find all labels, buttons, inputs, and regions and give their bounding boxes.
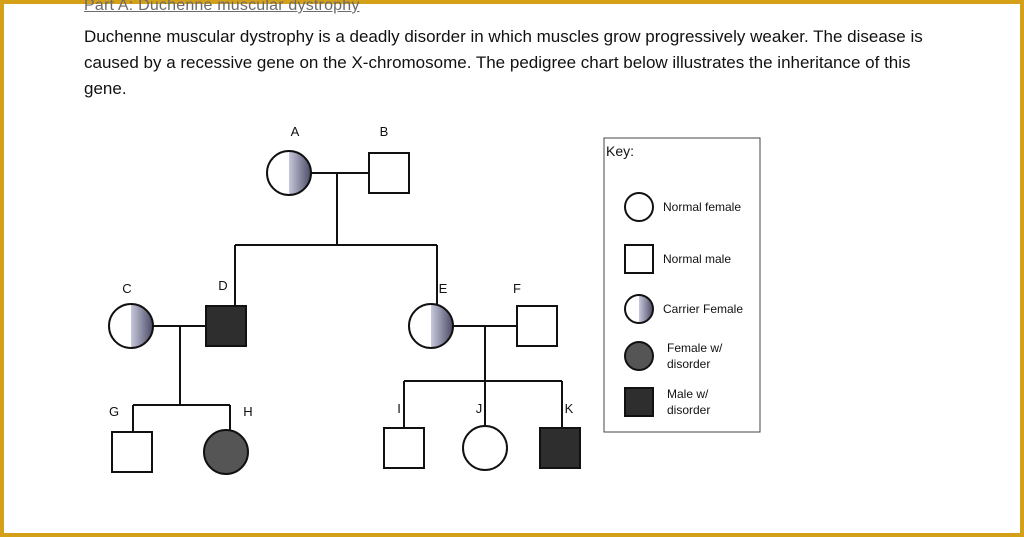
key-affected-female-label: Female w/ (667, 341, 723, 355)
individual-b-label: B (380, 124, 389, 139)
key-carrier-female-symbol (624, 294, 654, 324)
pedigree-individuals: A B C D E F G H I J K (108, 124, 581, 475)
individual-f-label: F (513, 281, 521, 296)
individual-g-label: G (109, 404, 119, 419)
individual-a-symbol (266, 150, 312, 196)
individual-i-label: I (397, 401, 401, 416)
key-carrier-female-label: Carrier Female (663, 302, 743, 316)
key-normal-female-label: Normal female (663, 200, 741, 214)
individual-k-label: K (565, 401, 574, 416)
key-normal-male-symbol (624, 244, 654, 274)
intro-paragraph: Duchenne muscular dystrophy is a deadly … (84, 27, 923, 98)
individual-j-symbol (462, 425, 508, 471)
individual-b-symbol (368, 152, 410, 194)
part-title: Part A: Duchenne muscular dystrophy (84, 0, 360, 14)
key-normal-male-label: Normal male (663, 252, 731, 266)
individual-i-symbol (383, 427, 425, 469)
key-affected-female-label: disorder (667, 357, 710, 371)
key-title: Key: (606, 143, 634, 159)
key-affected-male-label: Male w/ (667, 387, 709, 401)
individual-c-symbol (108, 303, 154, 349)
individual-h-label: H (243, 404, 252, 419)
individual-j-label: J (476, 401, 483, 416)
individual-k-symbol (539, 427, 581, 469)
individual-a-label: A (291, 124, 300, 139)
individual-e-symbol (408, 303, 454, 349)
individual-g-symbol (111, 431, 153, 473)
individual-c-label: C (122, 281, 131, 296)
key-box (603, 137, 761, 433)
individual-f-symbol (516, 305, 558, 347)
key-affected-male-symbol (624, 387, 654, 417)
pedigree-lines (132, 172, 563, 432)
key-affected-female-symbol (624, 341, 654, 371)
individual-h-symbol (203, 429, 249, 475)
individual-d-symbol (205, 305, 247, 347)
individual-d-label: D (218, 278, 227, 293)
individual-e-label: E (439, 281, 448, 296)
key-normal-female-symbol (624, 192, 654, 222)
key-affected-male-label: disorder (667, 403, 710, 417)
